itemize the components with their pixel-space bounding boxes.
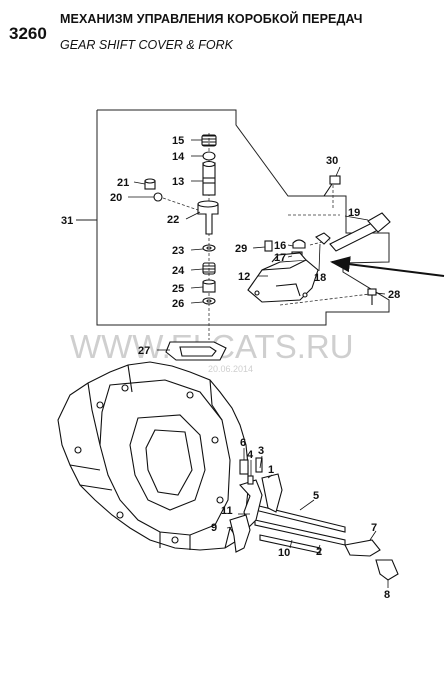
callout-21: 21 xyxy=(117,177,129,189)
callout-10: 10 xyxy=(278,547,290,559)
callout-29: 29 xyxy=(235,243,247,255)
title-english: GEAR SHIFT COVER & FORK xyxy=(60,38,233,52)
part-21-bolt xyxy=(144,178,156,190)
callout-26: 26 xyxy=(172,298,184,310)
callout-1: 1 xyxy=(268,464,274,476)
callout-28: 28 xyxy=(388,289,400,301)
part-19-select-shaft xyxy=(329,212,391,252)
callout-9: 9 xyxy=(211,522,217,534)
callout-27: 27 xyxy=(138,345,150,357)
callout-22: 22 xyxy=(167,214,179,226)
callout-16: 16 xyxy=(274,240,286,252)
part-26-seal xyxy=(202,297,216,305)
callout-25: 25 xyxy=(172,283,184,295)
transmission-housing xyxy=(57,361,249,551)
callout-30: 30 xyxy=(326,155,338,167)
title-russian: МЕХАНИЗМ УПРАВЛЕНИЯ КОРОБКОЙ ПЕРЕДАЧ xyxy=(60,12,363,26)
part-20-washer xyxy=(153,192,163,202)
callout-18: 18 xyxy=(314,272,326,284)
callout-5: 5 xyxy=(313,490,319,502)
part-28-bolt xyxy=(367,288,377,305)
callout-6: 6 xyxy=(240,437,246,449)
part-29-plug xyxy=(264,240,273,252)
part-15-spring xyxy=(201,134,217,147)
callout-24: 24 xyxy=(172,265,185,277)
leader-lines xyxy=(128,139,389,588)
callout-15: 15 xyxy=(172,135,184,147)
callout-23: 23 xyxy=(172,245,184,257)
callout-14: 14 xyxy=(172,151,185,163)
fork-rail-assembly xyxy=(229,457,399,581)
part-27-gasket xyxy=(165,341,227,361)
callout-20: 20 xyxy=(110,192,122,204)
callout-31: 31 xyxy=(61,215,73,227)
part-30-bolt xyxy=(323,175,341,197)
part-16-cap xyxy=(292,239,306,249)
callout-4: 4 xyxy=(247,449,254,461)
part-13-shift-rod xyxy=(202,160,216,196)
callout-19: 19 xyxy=(348,207,360,219)
part-18-bracket xyxy=(315,232,331,245)
part-23-ring xyxy=(202,244,216,252)
callout-13: 13 xyxy=(172,176,184,188)
watermark-date: 20.06.2014 xyxy=(208,364,253,374)
part-12-cover-housing xyxy=(247,252,319,303)
callout-7: 7 xyxy=(371,522,377,534)
callout-3: 3 xyxy=(258,445,264,457)
part-25-bushing xyxy=(202,279,216,293)
callout-2: 2 xyxy=(316,546,322,558)
callout-8: 8 xyxy=(384,589,390,601)
section-number: 3260 xyxy=(9,24,47,43)
part-14-ball xyxy=(202,151,216,161)
cover-assembly-frame xyxy=(96,109,390,326)
callout-11: 11 xyxy=(221,505,233,517)
highlight-arrow xyxy=(330,256,445,277)
callout-17: 17 xyxy=(274,252,286,264)
part-axis-lines xyxy=(162,133,371,340)
part-24-spring xyxy=(202,262,216,275)
part-22-shift-lever xyxy=(197,200,219,235)
callout-12: 12 xyxy=(238,271,250,283)
